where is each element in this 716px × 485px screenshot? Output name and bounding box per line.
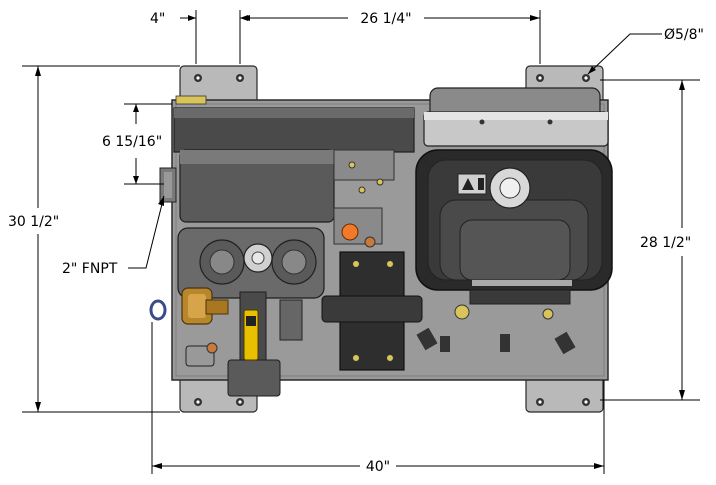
muffler [173,95,415,223]
dimension-arrowheads [35,15,685,469]
dim-left-foot-width: 4" [150,11,165,27]
engine [415,87,613,305]
center-bracket [321,207,423,371]
dim-overall-width: 40" [366,459,390,475]
dimension-lines [22,10,700,474]
dim-foot-height: 28 1/2" [640,235,691,251]
dim-pipe-connection: 2" FNPT [62,261,118,277]
dim-foot-spacing: 26 1/4" [360,11,411,27]
orange-indicator [341,223,359,241]
lower-right-hardware [416,280,576,355]
lifting-eye [149,299,167,321]
brass-gas-valve [181,287,229,325]
mounting-foot-bottom-right [525,373,604,413]
dim-pipe-height: 6 15/16" [102,134,162,150]
dim-hole-diameter: Ø5/8" [664,27,704,43]
mounting-foot-top-left [179,65,258,105]
dim-overall-height: 30 1/2" [8,214,59,230]
fnpt-pipe-stub [159,167,177,203]
yellow-shutoff-handle [243,309,259,361]
fuel-regulator-assembly [177,227,325,397]
